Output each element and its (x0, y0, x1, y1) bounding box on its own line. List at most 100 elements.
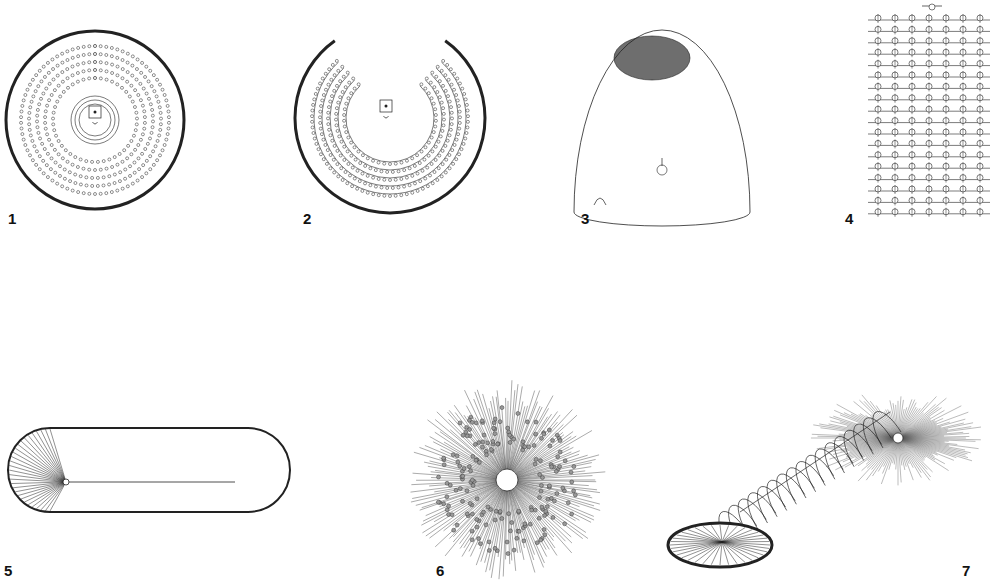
tube-ring (767, 480, 795, 517)
seat (339, 80, 342, 83)
seat (374, 185, 377, 188)
seat (118, 180, 121, 183)
spoke (722, 542, 737, 564)
seat (391, 170, 394, 173)
seat-back (878, 14, 879, 23)
seat (450, 117, 453, 120)
seat (468, 427, 472, 431)
tube-ring (854, 424, 882, 461)
seat-back (878, 105, 879, 114)
seat (22, 99, 25, 102)
seat (436, 178, 439, 181)
seat-back (929, 174, 930, 183)
seat (317, 148, 320, 151)
ray (898, 412, 968, 438)
seat (137, 94, 140, 97)
ray (829, 417, 898, 438)
seat-back (895, 196, 896, 205)
seat (96, 184, 99, 187)
seat (143, 110, 146, 113)
seat (442, 456, 446, 460)
seat (492, 426, 496, 430)
seat (128, 95, 131, 98)
seat (313, 98, 316, 101)
seat (341, 65, 344, 68)
ray (440, 432, 498, 474)
seat (358, 180, 361, 183)
figure-grid-hall (868, 4, 990, 217)
seat (506, 552, 510, 556)
seat-back (912, 60, 913, 69)
seat (506, 426, 510, 430)
seat (451, 149, 454, 152)
seat (66, 59, 69, 62)
seat-back (912, 151, 913, 160)
seat (394, 162, 397, 165)
ray (898, 438, 945, 464)
seat (77, 55, 80, 58)
seat (421, 169, 424, 172)
seat (403, 185, 406, 188)
seat (68, 171, 71, 174)
seat (36, 114, 39, 117)
ray (427, 420, 498, 474)
seat (137, 157, 140, 160)
seat (333, 74, 336, 77)
seat (76, 165, 79, 168)
seat (166, 104, 169, 107)
ray (450, 430, 499, 473)
seat (491, 439, 495, 443)
ray (898, 433, 969, 438)
ray (518, 463, 592, 478)
seat-back (878, 208, 879, 217)
seat (66, 50, 69, 53)
seat (163, 93, 166, 96)
seat (473, 442, 477, 446)
seat (543, 514, 547, 518)
seat (54, 161, 57, 164)
ray (453, 487, 499, 526)
seat-back (946, 37, 947, 46)
figure-person (657, 165, 667, 175)
seat-back (929, 37, 930, 46)
inner-ring (75, 100, 115, 140)
seat (99, 77, 102, 80)
seat (440, 175, 443, 178)
ray (515, 487, 561, 525)
seat (542, 528, 546, 532)
ray (898, 436, 969, 438)
seat (82, 167, 85, 170)
seat (533, 462, 537, 466)
ray (517, 484, 594, 516)
seat (333, 171, 336, 174)
seat (430, 136, 433, 139)
ray (898, 438, 949, 471)
seat (167, 116, 170, 119)
seat (498, 509, 502, 513)
seat (548, 444, 552, 448)
seat (165, 99, 168, 102)
seat (61, 52, 64, 55)
seat (61, 71, 64, 74)
seat (102, 184, 105, 187)
seat (431, 150, 434, 153)
seat (46, 152, 49, 155)
seat (448, 483, 452, 487)
seat (113, 156, 116, 159)
seat (61, 185, 64, 188)
speaker (93, 122, 98, 124)
seat (82, 45, 85, 48)
seat (319, 82, 322, 85)
seat (167, 127, 170, 130)
seat (58, 174, 61, 177)
ray (444, 487, 499, 531)
seat (94, 193, 97, 196)
seat (408, 167, 411, 170)
seat (357, 83, 360, 86)
seat (69, 180, 72, 183)
ray (455, 412, 500, 471)
seat (572, 465, 576, 469)
seat (343, 145, 346, 148)
ray (474, 399, 503, 470)
seat (36, 108, 39, 111)
